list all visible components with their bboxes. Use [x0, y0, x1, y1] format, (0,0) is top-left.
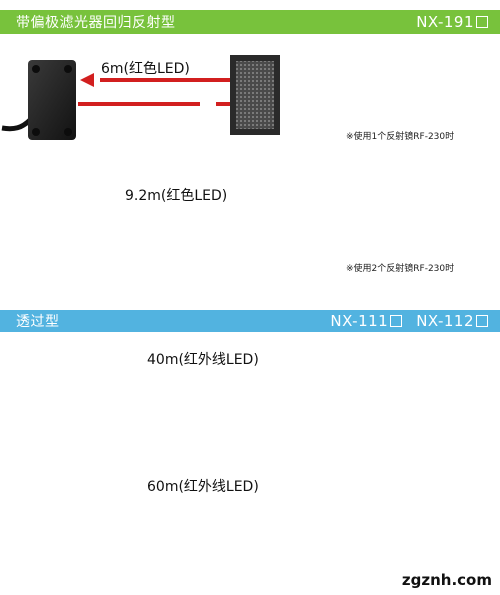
row2-note: ※使用2个反射镜RF-230时 [346, 264, 455, 274]
row1-sensor-icon [1, 60, 76, 140]
model-label: NX-191 [416, 13, 488, 31]
watermark: zgznh.com [401, 571, 492, 589]
section-header-polarized: 带偏极滤光器回归反射型 NX-191 [0, 10, 500, 34]
model-number: NX-191 [416, 13, 474, 31]
model-number: NX-111 [330, 312, 389, 330]
row4-distance-label: 60m(红外线LED) [147, 479, 259, 495]
model-suffix-box-icon [476, 16, 488, 28]
model-number: NX-112 [416, 312, 474, 330]
section-title: 透过型 [16, 314, 60, 330]
row1-reflector-icon [230, 55, 280, 135]
row2-distance-label: 9.2m(红色LED) [125, 188, 228, 204]
model-suffix-box-icon [390, 315, 403, 327]
row1-distance-label: 6m(红色LED) [101, 61, 190, 77]
section-title: 带偏极滤光器回归反射型 [16, 15, 176, 31]
row3-distance-label: 40m(红外线LED) [147, 352, 259, 368]
model-suffix-box-icon [476, 315, 488, 327]
model-labels: NX-111 NX-112 [330, 312, 488, 330]
row1-note: ※使用1个反射镜RF-230时 [346, 132, 455, 142]
section-header-through: 透过型 NX-111 NX-112 [0, 310, 500, 332]
